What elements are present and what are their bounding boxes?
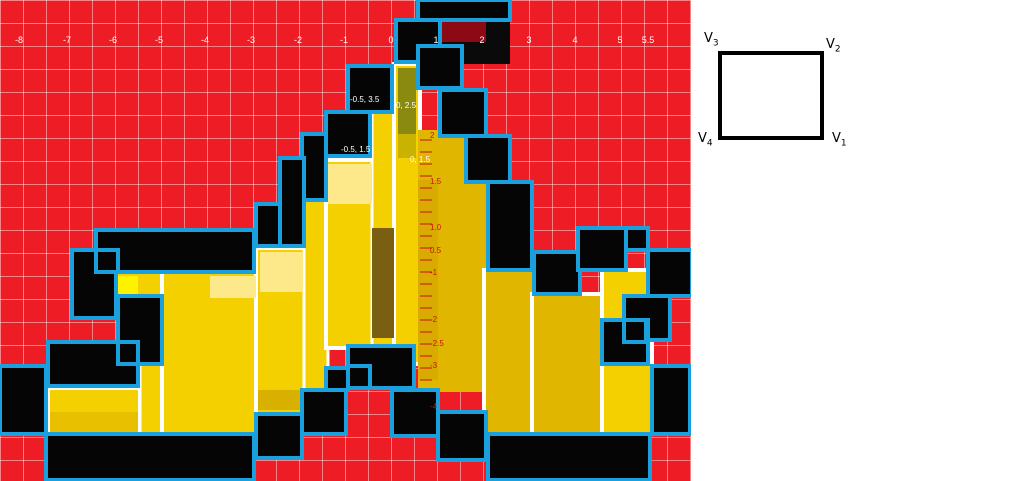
y-tick: -1 [430,268,438,277]
vertex-label-v4: V4 [698,131,713,149]
figure-body [138,358,164,436]
black-block [324,110,372,158]
vertex-label-v2: V2 [826,37,841,55]
black-block [346,64,394,114]
black-block [324,366,350,392]
black-block [416,44,464,90]
olive-cell [398,134,416,158]
y-tick: -4 [430,402,438,411]
x-tick: -1 [339,35,349,45]
black-block [116,340,140,366]
shade-cell [258,390,302,410]
pale-cell [210,276,256,298]
bright-cell [118,276,138,294]
black-block [438,88,488,138]
black-block [624,226,650,252]
black-block [278,156,306,248]
black-block [486,432,652,481]
point-label: 0, 2.5 [396,101,417,110]
vertex-square [718,51,824,140]
black-block [532,250,582,296]
black-block [464,134,512,184]
shade-cell [50,412,138,432]
figure-body [530,292,606,436]
black-block [650,364,691,436]
pale-cell [328,164,372,204]
x-tick: 4 [572,35,578,45]
olive-cell [372,228,394,338]
y-tick: -3 [430,361,438,370]
figure-body [482,268,536,436]
black-block [622,318,648,344]
maroon-cell [440,20,486,42]
y-tick: 0.5 [430,246,442,255]
x-tick: -3 [246,35,256,45]
x-tick: 3 [526,35,532,45]
x-tick: -7 [62,35,72,45]
point-label: -0.5, 3.5 [350,95,380,104]
y-tick: 1.5 [430,177,442,186]
x-tick: -5 [154,35,164,45]
vertex-label-v3: V3 [704,31,719,49]
y-tick: -2.5 [430,339,444,348]
black-block [300,388,348,436]
pixel-figure [0,0,691,481]
black-block [416,0,512,22]
black-block [0,364,48,436]
black-block [346,364,372,390]
black-block [390,388,440,438]
x-tick: -8 [14,35,24,45]
pale-cell [260,252,302,292]
x-tick: 5.5 [641,35,655,45]
black-block [44,432,256,481]
vertex-diagram: V3 V2 V4 V1 [690,24,860,164]
black-block [646,248,691,298]
x-tick: 1 [433,35,439,45]
black-block [436,410,488,462]
black-block [254,202,282,248]
black-block [254,412,304,460]
olive-cell [398,68,416,134]
x-tick: 2 [479,35,485,45]
pixel-grid-canvas: -8 -7 -6 -5 -4 -3 -2 -1 0 1 2 3 4 5 5.5 … [0,0,691,481]
black-block [576,226,628,272]
x-tick: -6 [108,35,118,45]
point-label: -0.5, 1.5 [341,145,371,154]
x-tick: -4 [200,35,210,45]
black-block [486,180,534,272]
x-tick: 0 [388,35,394,45]
y-tick: 2 [430,131,435,140]
x-tick: 5 [617,35,623,45]
vertex-label-v1: V1 [832,131,847,149]
y-tick: 1.0 [430,223,442,232]
x-tick: -2 [293,35,303,45]
y-tick: -2 [430,315,438,324]
black-block [94,248,120,274]
black-block [94,228,256,274]
point-label: 0, 1.5 [410,155,431,164]
ruler-strip [418,180,438,380]
